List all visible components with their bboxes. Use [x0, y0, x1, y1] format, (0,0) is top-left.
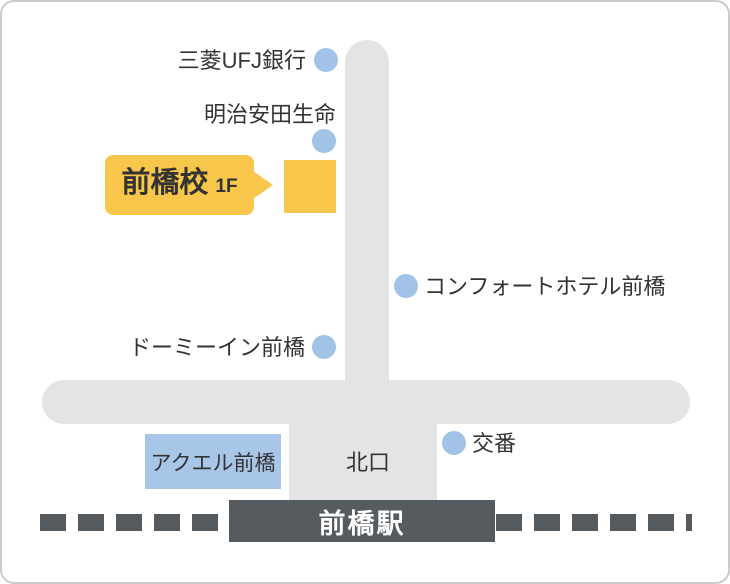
bank-marker-dot [314, 48, 338, 72]
school-building-square [284, 160, 336, 213]
road-vertical [345, 40, 389, 424]
dormy-inn-marker-dot [312, 335, 336, 359]
bank-label: 三菱UFJ銀行 [177, 48, 306, 73]
station-box: 前橋駅 [229, 500, 495, 542]
school-name: 前橋校 [121, 167, 209, 199]
dormy-inn-label: ドーミーイン前橋 [128, 335, 305, 360]
road-horizontal [42, 380, 690, 424]
callout-arrow [253, 171, 273, 199]
police-box-label: 交番 [472, 431, 517, 456]
aqerl-label: アクエル前橋 [150, 451, 276, 475]
police-box-marker-dot [442, 431, 466, 455]
school-floor: 1F [215, 176, 238, 197]
aqerl-building: アクエル前橋 [145, 434, 281, 489]
comfort-hotel-label: コンフォートホテル前橋 [424, 274, 666, 299]
north-exit-label: 北口 [345, 450, 391, 475]
comfort-hotel-marker-dot [394, 274, 418, 298]
station-plaza [289, 422, 437, 500]
insurance-marker-dot [312, 129, 336, 153]
station-name: 前橋駅 [318, 508, 406, 539]
school-callout: 前橋校 1F [105, 155, 254, 215]
insurance-label: 明治安田生命 [203, 102, 336, 127]
